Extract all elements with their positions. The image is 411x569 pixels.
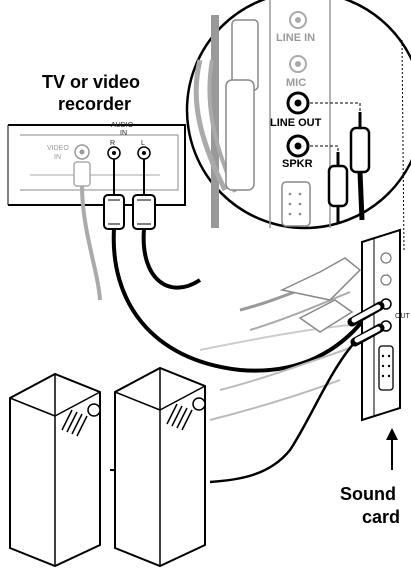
zoom-label-mic: MIC: [286, 77, 306, 89]
audio-cable-left: [144, 229, 200, 288]
video-cable: [74, 162, 100, 300]
tv-audio-jack-left: [138, 147, 150, 159]
speaker-cable: [210, 342, 355, 482]
speaker-right: [115, 368, 205, 566]
zoom-label-line-in: LINE IN: [276, 32, 315, 44]
video-in-label-1: VIDEO: [47, 145, 69, 152]
zoom-label-line-out: LINE OUT: [270, 117, 322, 129]
sound-card-label-line2: card: [362, 507, 400, 527]
card-out-label: OUT: [395, 313, 411, 320]
computer-rear-cables: [200, 258, 360, 420]
tv-audio-jack-right: [108, 147, 120, 159]
zoom-jack-spkr: [288, 136, 308, 156]
audio-in-label-1: AUDIO: [111, 122, 134, 129]
sound-card-arrow-icon: [386, 428, 398, 470]
tv-title-line2: recorder: [58, 94, 131, 114]
zoom-label-spkr: SPKR: [282, 158, 313, 170]
video-in-label-2: IN: [54, 154, 61, 161]
tv-title-line1: TV or video: [42, 72, 140, 92]
sound-card-label-line1: Sound: [340, 484, 396, 504]
zoom-jack-mic: [290, 56, 306, 72]
right-jack-label: R: [110, 140, 115, 147]
speaker-left: [10, 374, 100, 566]
zoom-serial-port: [282, 182, 310, 226]
left-jack-label: L: [141, 140, 145, 147]
tv-audio-plug-left: [133, 159, 155, 229]
zoom-jack-line-in: [290, 12, 306, 28]
tv-back-panel: [8, 125, 185, 205]
tv-video-jack: [75, 145, 89, 159]
tv-audio-plug-right: [104, 159, 124, 229]
zoom-jack-line-out: [288, 93, 308, 113]
audio-in-label-2: IN: [120, 130, 127, 137]
